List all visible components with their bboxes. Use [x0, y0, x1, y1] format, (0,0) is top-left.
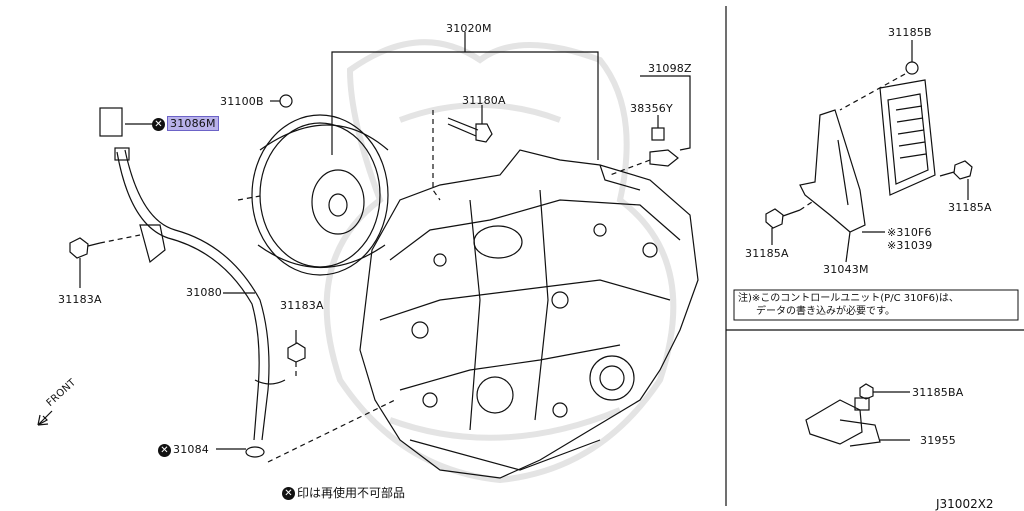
label-31043m: 31043M — [823, 263, 869, 276]
note-box — [733, 289, 1019, 321]
sensor-38356y — [649, 127, 679, 167]
label-31100b: 31100B — [220, 95, 264, 108]
nut-31185b — [905, 61, 919, 75]
star-mark: ※ — [887, 226, 897, 239]
torque-converter — [251, 114, 389, 276]
front-arrow — [37, 410, 53, 426]
bolt-31180a — [447, 105, 493, 143]
label-31955: 31955 — [920, 434, 956, 447]
transmission-case — [359, 149, 699, 479]
leader-31098z — [640, 75, 691, 151]
label-31080: 31080 — [186, 286, 222, 299]
control-unit-note: 注)※このコントロールユニット(P/C 310F6)は、 データの書き込みが必要… — [738, 292, 1020, 318]
label-31183a-right: 31183A — [280, 299, 324, 312]
star-mark: ※ — [887, 239, 897, 252]
non-reusable-mark-icon: ✕ — [282, 487, 295, 500]
label-310f6: ※310F6 — [887, 226, 932, 239]
label-31185a-right: 31185A — [948, 201, 992, 214]
bolt-31183a-left — [69, 237, 101, 259]
label-31039-text: 31039 — [896, 239, 933, 252]
diagram-code: J31002X2 — [936, 497, 994, 511]
label-31086m[interactable]: ✕31086M — [152, 116, 219, 131]
legend-text: 印は再使用不可部品 — [297, 486, 406, 500]
label-31084: ✕31084 — [158, 443, 209, 457]
nut-31185ba — [859, 383, 874, 400]
leader-31043m — [845, 231, 851, 263]
label-31185ba: 31185BA — [912, 386, 964, 399]
label-31039: ※31039 — [887, 239, 932, 252]
label-31084-text: 31084 — [173, 443, 209, 456]
o-ring-31084 — [245, 446, 265, 458]
label-31185b: 31185B — [888, 26, 932, 39]
label-31098z: 31098Z — [648, 62, 692, 75]
control-unit-310f6 — [879, 79, 936, 196]
charging-pipe-31080 — [99, 107, 270, 441]
watermark-emblem — [323, 39, 677, 484]
non-reusable-mark-icon: ✕ — [152, 117, 165, 131]
non-reusable-mark-icon: ✕ — [158, 443, 171, 457]
label-31183a-left: 31183A — [58, 293, 102, 306]
label-310f6-text: 310F6 — [896, 226, 932, 239]
bolt-31185a-right — [939, 160, 973, 180]
note-line-2: データの書き込みが必要です。 — [756, 306, 895, 317]
label-31086m-text[interactable]: 31086M — [167, 116, 219, 131]
sensor-31955 — [805, 397, 881, 447]
label-31180a: 31180A — [462, 94, 506, 107]
bolt-31185a-left — [765, 208, 801, 229]
label-31020m: 31020M — [446, 22, 492, 35]
bracket-31043m — [799, 109, 866, 233]
legend: ✕印は再使用不可部品 — [282, 484, 405, 501]
washer-31100b — [279, 94, 293, 108]
label-31185a-left: 31185A — [745, 247, 789, 260]
bolt-31183a-right — [287, 330, 306, 363]
label-38356y: 38356Y — [630, 102, 673, 115]
note-line-1: 注)※このコントロールユニット(P/C 310F6)は、 — [738, 293, 959, 304]
